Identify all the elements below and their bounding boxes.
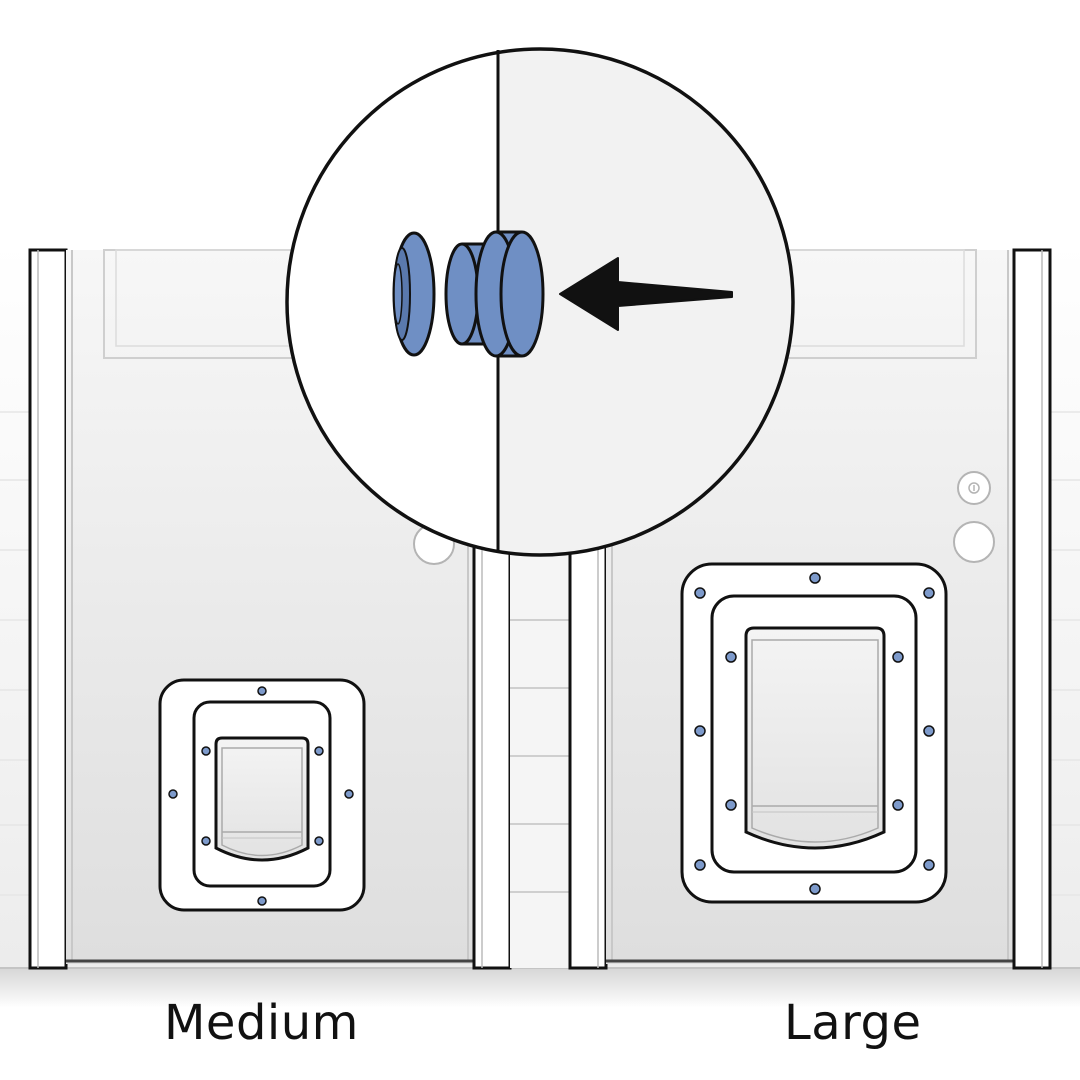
medium-screws [168,686,354,906]
large-pet-door [680,562,948,904]
wall-siding-lines [0,411,1080,896]
medium-pet-door [158,678,366,912]
washer-part [392,231,436,357]
insert-arrow-icon [559,257,733,331]
floor-shadow [0,968,1080,1008]
large-screws [694,572,935,895]
medium-size-label: Medium [164,995,359,1051]
door-knob [953,521,995,563]
sleeve-part [444,230,545,358]
large-size-label: Large [784,995,922,1051]
